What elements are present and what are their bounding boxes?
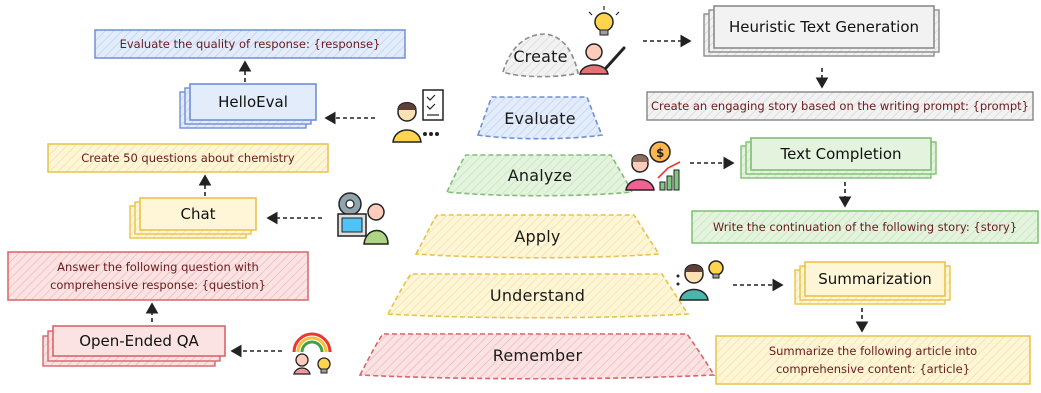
level-apply-label: Apply: [514, 226, 561, 246]
person-computer-icon: [337, 192, 389, 245]
task-text-completion-label: Text Completion: [780, 145, 902, 163]
person-checklist-icon: [392, 89, 444, 143]
prompt-helloeval: Evaluate the quality of response: {respo…: [119, 37, 381, 51]
card-chat: [129, 197, 257, 239]
level-evaluate-label: Evaluate: [504, 108, 576, 128]
level-create-shape: [502, 33, 579, 78]
prompt-box-text-completion: [691, 210, 1039, 244]
card-open-ended-qa: [42, 325, 226, 367]
card-heuristic-text-generation: [703, 5, 940, 57]
task-helloeval-label: HelloEval: [218, 93, 288, 111]
prompt-box-helloeval: [94, 29, 406, 59]
task-chat-label: Chat: [180, 205, 216, 223]
level-remember-shape: [358, 333, 716, 380]
level-create-label: Create: [513, 46, 568, 66]
level-understand-shape: [386, 273, 690, 319]
person-growth-chart-icon: $: [625, 141, 681, 191]
child-rainbow-icon: [292, 332, 332, 375]
prompt-box-chat: [47, 143, 329, 173]
person-idea-icon: [676, 260, 724, 301]
arrows: [145, 34, 869, 358]
card-helloeval: [179, 83, 317, 129]
person-lightbulb-icon: [579, 6, 626, 75]
level-evaluate-shape: [476, 96, 604, 140]
card-summarization: [794, 261, 951, 305]
prompt-text-completion: Write the continuation of the following …: [712, 220, 1018, 234]
level-analyze-label: Analyze: [507, 165, 573, 185]
prompt-boxes: [7, 29, 1039, 385]
prompt-summarization: Summarize the following article into com…: [768, 344, 978, 376]
prompt-heuristic: Create an engaging story based on the wr…: [651, 99, 1029, 113]
prompt-box-summarization: [715, 335, 1031, 385]
svg-text:$: $: [656, 146, 664, 160]
prompt-open-ended-qa: Answer the following question with compr…: [50, 260, 266, 292]
prompt-box-open-ended-qa: [7, 251, 309, 301]
level-remember-label: Remember: [492, 345, 583, 365]
level-analyze-shape: [445, 154, 634, 197]
task-heuristic-label: Heuristic Text Generation: [728, 18, 919, 36]
task-summarization-label: Summarization: [818, 270, 932, 288]
task-open-ended-qa-label: Open-Ended QA: [79, 332, 199, 350]
left-task-cards: [42, 83, 317, 367]
card-text-completion: [740, 137, 937, 179]
prompt-box-heuristic: [646, 91, 1034, 121]
prompt-chat: Create 50 questions about chemistry: [81, 151, 295, 165]
right-task-cards: [703, 5, 951, 305]
pyramid: [358, 33, 716, 380]
level-apply-shape: [414, 214, 661, 259]
level-understand-label: Understand: [489, 285, 586, 305]
